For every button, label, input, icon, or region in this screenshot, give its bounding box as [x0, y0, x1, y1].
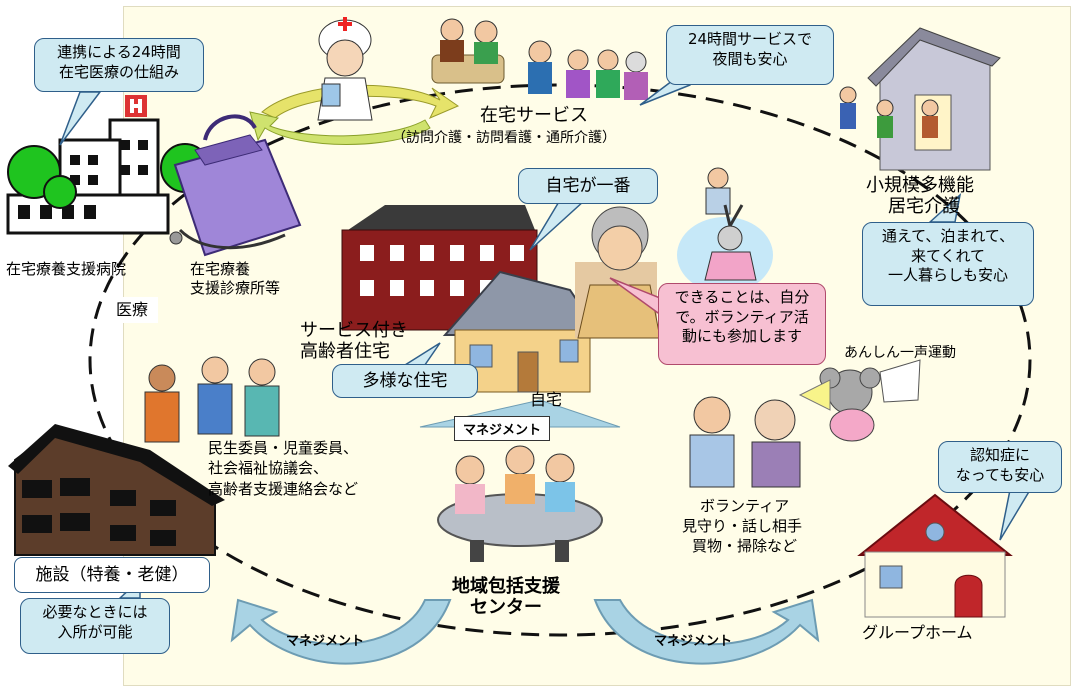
community-label-line3: 高齢者支援連絡会など	[208, 480, 359, 498]
exercise-figure-icon	[677, 167, 773, 293]
center-label-line2: センター	[470, 597, 542, 618]
small-scale-callout-line2: 来てくれて	[910, 246, 986, 265]
volunteer-label-line2: 見守り・話し相手	[682, 517, 803, 535]
small-scale-facility-icon	[839, 27, 1001, 171]
self-help-callout-line3: 動にも参加します	[681, 327, 802, 345]
center-label-line1: 地域包括支援	[452, 576, 560, 597]
volunteer-label-line1: ボランティア	[700, 497, 790, 515]
own-home-label: 自宅	[530, 390, 563, 409]
facility-callout-line2: 入所が可能	[57, 622, 133, 641]
volunteer-people-icon	[689, 396, 801, 488]
care-loop-dashed-ellipse	[88, 83, 1032, 637]
community-center-meeting-icon	[437, 445, 603, 562]
community-label-line2: 社会福祉協議会、	[208, 459, 329, 477]
anshin-campaign-label: あんしん一声運動	[844, 345, 956, 361]
management-right-label: マネジメント	[654, 634, 733, 649]
hospital-system-callout-line1: 連携による24時間	[57, 43, 181, 61]
group-home-label: グループホーム	[862, 623, 973, 642]
self-help-callout-line1: できることは、自分	[674, 288, 810, 306]
elderly-woman-portrait-icon	[575, 206, 661, 339]
facility-label-box: 施設（特養・老健）	[14, 557, 210, 593]
home-best-callout: 自宅が一番	[518, 168, 658, 204]
clinic-label-line2: 支援診療所等	[190, 279, 281, 297]
management-left-arrow	[230, 598, 452, 665]
facility-callout-line1: 必要なときには	[42, 603, 148, 621]
home-best-callout-text: 自宅が一番	[545, 176, 631, 196]
small-scale-callout-line1: 通えて、泊まれて、	[881, 227, 1015, 245]
medical-label: 医療	[106, 297, 159, 324]
diverse-housing-text: 多様な住宅	[362, 371, 448, 391]
home-service-title: 在宅サービス	[480, 105, 588, 126]
dementia-callout-line1: 認知症に	[969, 446, 1030, 464]
facility-label-text: 施設（特養・老健）	[35, 565, 189, 585]
small-scale-label-line2: 居宅介護	[888, 196, 960, 217]
community-label-line1: 民生委員・児童委員、	[208, 439, 359, 457]
hospital-system-callout-line2: 在宅医療の仕組み	[58, 62, 179, 81]
night-service-callout-line2: 夜間も安心	[712, 49, 788, 68]
elderly-housing-label-line2: 高齢者住宅	[300, 341, 390, 362]
koala-megaphone-icon	[798, 359, 921, 442]
clinic-label-line1: 在宅療養	[190, 260, 251, 278]
self-help-callout-line2: で。ボランティア活	[675, 307, 809, 326]
small-scale-callout-line3: 一人暮らしも安心	[887, 266, 1008, 284]
home-service-people-icon	[431, 18, 648, 100]
community-people-icon	[144, 356, 280, 443]
small-scale-label-line1: 小規模多機能	[866, 175, 974, 196]
care-facility-building-icon	[8, 424, 225, 556]
group-home-icon	[857, 493, 1013, 618]
small-scale-callout: 通えて、泊まれて、 来てくれて 一人暮らしも安心	[862, 222, 1034, 306]
hospital-label: 在宅療養支援病院	[6, 260, 127, 278]
night-service-callout: 24時間サービスで 夜間も安心	[666, 25, 834, 85]
own-home-icon	[442, 270, 602, 393]
management-right-arrow	[593, 598, 820, 665]
volunteer-label-line3: 買物・掃除など	[692, 537, 798, 555]
management-left-label: マネジメント	[286, 634, 365, 649]
diverse-housing-label: 多様な住宅	[332, 364, 478, 398]
management-top-label: マネジメント	[454, 416, 551, 441]
medical-bag-icon	[169, 114, 302, 257]
home-service-detail: （訪問介護・訪問看護・通所介護）	[392, 130, 616, 146]
self-help-callout: できることは、自分 で。ボランティア活 動にも参加します	[658, 283, 826, 365]
facility-callout: 必要なときには 入所が可能	[20, 598, 170, 654]
dementia-callout: 認知症に なっても安心	[938, 441, 1062, 493]
dementia-callout-line2: なっても安心	[955, 465, 1045, 484]
hospital-system-callout: 連携による24時間 在宅医療の仕組み	[34, 38, 204, 92]
elderly-housing-label-line1: サービス付き	[300, 320, 408, 341]
night-service-callout-line1: 24時間サービスで	[687, 30, 813, 48]
nurse-icon	[317, 17, 373, 121]
